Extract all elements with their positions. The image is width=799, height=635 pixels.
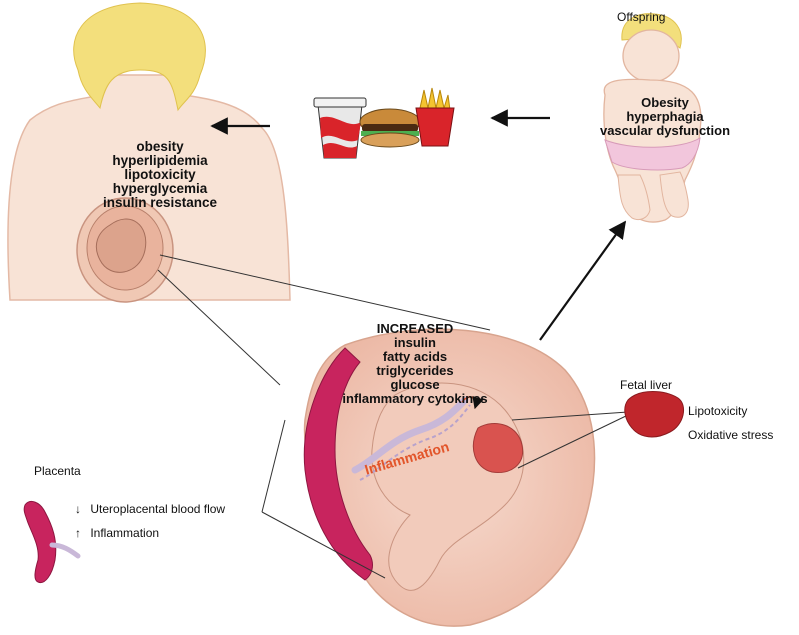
increased-item: triglycerides <box>300 364 530 378</box>
increased-item: glucose <box>300 378 530 392</box>
increased-item: inflammatory cytokines <box>300 392 530 406</box>
mother-condition: lipotoxicity <box>60 168 260 182</box>
child-head <box>623 30 679 82</box>
mother-condition: insulin resistance <box>60 196 260 210</box>
increased-item: insulin <box>300 336 530 350</box>
placenta-effect-row: ↑ Inflammation <box>75 526 159 540</box>
down-arrow-icon: ↓ <box>75 502 87 516</box>
mother-conditions-list: obesity hyperlipidemia lipotoxicity hype… <box>60 140 260 210</box>
offspring-condition: vascular dysfunction <box>560 124 770 138</box>
fetal-liver-effect: Lipotoxicity <box>688 404 747 418</box>
junk-food-icon <box>314 88 454 158</box>
fetal-liver-icon <box>625 392 684 437</box>
mother-condition: hyperlipidemia <box>60 154 260 168</box>
placenta-effect-label: Uteroplacental blood flow <box>90 502 225 516</box>
up-arrow-icon: ↑ <box>75 526 87 540</box>
placenta-title: Placenta <box>34 464 81 478</box>
placenta-effect-row: ↓ Uteroplacental blood flow <box>75 502 225 516</box>
placenta-connector-top <box>262 420 285 512</box>
offspring-title: Offspring <box>617 10 665 24</box>
increased-heading: INCREASED <box>300 322 530 336</box>
fetal-increased-list: INCREASED insulin fatty acids triglyceri… <box>300 322 530 406</box>
offspring-condition: Obesity <box>560 96 770 110</box>
arrow-fetus-to-offspring <box>540 222 625 340</box>
offspring-condition: hyperphagia <box>560 110 770 124</box>
fetal-liver-title: Fetal liver <box>620 378 672 392</box>
offspring-conditions-list: Obesity hyperphagia vascular dysfunction <box>560 96 770 138</box>
placenta-icon <box>24 501 78 582</box>
mother-condition: hyperglycemia <box>60 182 260 196</box>
placenta-effect-label: Inflammation <box>90 526 159 540</box>
fetal-liver-effect: Oxidative stress <box>688 428 773 442</box>
mother-condition: obesity <box>60 140 260 154</box>
fries-icon <box>420 88 450 110</box>
increased-item: fatty acids <box>300 350 530 364</box>
